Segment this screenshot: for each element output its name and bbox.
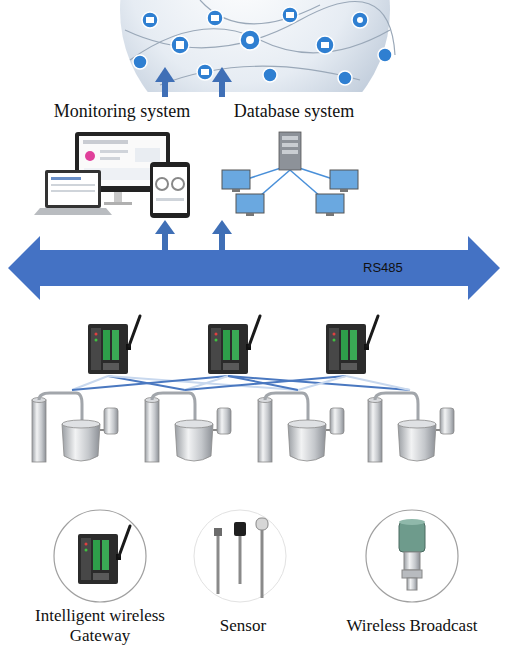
rs485-bus-band: RS485 bbox=[18, 250, 490, 286]
database-system: Database system bbox=[210, 100, 378, 220]
sensor-caption: Sensor bbox=[193, 616, 293, 636]
monitoring-system: Monitoring system bbox=[38, 100, 206, 220]
bus-arrow bbox=[155, 220, 175, 250]
double-arrow-band bbox=[18, 250, 490, 286]
band-shape bbox=[8, 236, 500, 300]
system-title: Database system bbox=[210, 100, 378, 122]
system-title: Monitoring system bbox=[38, 100, 206, 122]
gateway-caption: Intelligent wireless Gateway bbox=[15, 606, 185, 646]
bus-label: RS485 bbox=[363, 260, 403, 276]
bus-arrow bbox=[212, 220, 232, 250]
broadcast-caption: Wireless Broadcast bbox=[332, 616, 492, 636]
